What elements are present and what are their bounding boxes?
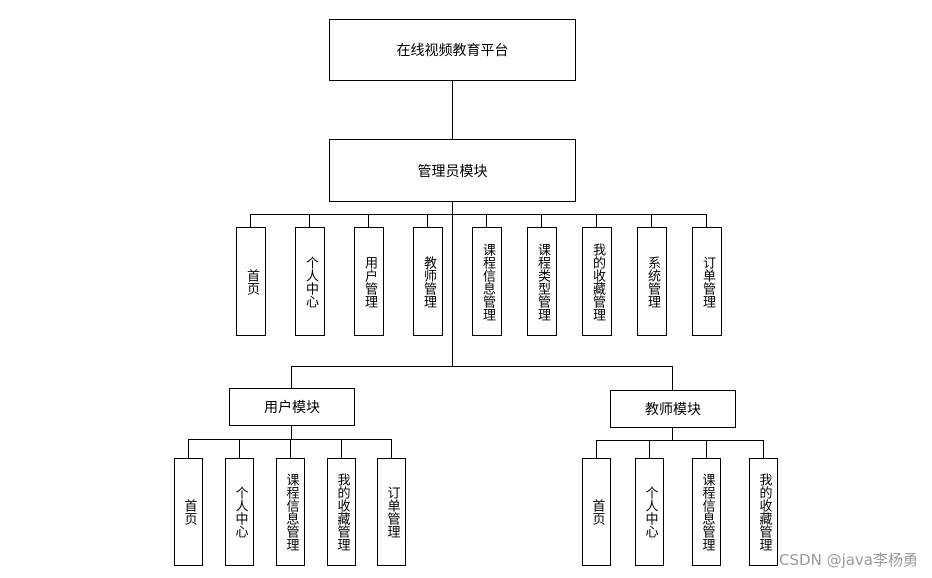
user-child-node: 订单管理 (377, 458, 406, 566)
admin-child-node: 系统管理 (637, 227, 667, 336)
admin-child-label: 订单管理 (700, 255, 715, 308)
root-label: 在线视频教育平台 (396, 43, 509, 59)
admin-module-node: 管理员模块 (329, 139, 576, 202)
admin-child-label: 首页 (244, 268, 259, 295)
user-child-label: 订单管理 (384, 486, 400, 538)
admin-module-label: 管理员模块 (417, 163, 488, 180)
user-child-label: 首页 (181, 499, 197, 525)
admin-child-label: 用户管理 (362, 255, 377, 308)
admin-child-node: 我的收藏管理 (582, 227, 612, 336)
admin-child-node: 订单管理 (692, 227, 722, 336)
teacher-child-node: 课程信息管理 (692, 458, 721, 566)
user-child-node: 课程信息管理 (276, 458, 305, 566)
teacher-child-node: 个人中心 (635, 458, 664, 566)
teacher-child-label: 我的收藏管理 (756, 473, 772, 551)
watermark: CSDN @java李杨勇 (779, 551, 918, 569)
admin-child-label: 系统管理 (645, 255, 660, 308)
teacher-child-node: 我的收藏管理 (749, 458, 778, 566)
teacher-module-label: 教师模块 (645, 402, 701, 418)
user-child-label: 个人中心 (232, 486, 248, 538)
user-child-label: 课程信息管理 (283, 473, 299, 551)
admin-child-node: 课程类型管理 (527, 227, 557, 336)
user-module-node: 用户模块 (229, 388, 355, 426)
teacher-module-node: 教师模块 (610, 390, 736, 428)
admin-child-node: 首页 (236, 227, 266, 336)
teacher-child-label: 课程信息管理 (699, 473, 715, 551)
user-child-label: 我的收藏管理 (334, 473, 350, 551)
teacher-child-node: 首页 (582, 458, 611, 566)
admin-child-node: 教师管理 (413, 227, 443, 336)
admin-child-node: 个人中心 (295, 227, 325, 336)
teacher-child-label: 个人中心 (642, 486, 658, 538)
user-child-node: 个人中心 (225, 458, 254, 566)
user-child-node: 我的收藏管理 (327, 458, 356, 566)
admin-child-label: 教师管理 (421, 255, 436, 308)
teacher-child-label: 首页 (589, 499, 605, 525)
admin-child-label: 个人中心 (303, 255, 318, 308)
admin-child-label: 课程信息管理 (480, 242, 495, 321)
admin-child-label: 课程类型管理 (535, 242, 550, 321)
admin-child-node: 课程信息管理 (472, 227, 502, 336)
root-node: 在线视频教育平台 (329, 19, 576, 81)
user-child-node: 首页 (174, 458, 203, 566)
admin-child-label: 我的收藏管理 (590, 242, 605, 321)
user-module-label: 用户模块 (264, 400, 320, 416)
admin-child-node: 用户管理 (354, 227, 384, 336)
